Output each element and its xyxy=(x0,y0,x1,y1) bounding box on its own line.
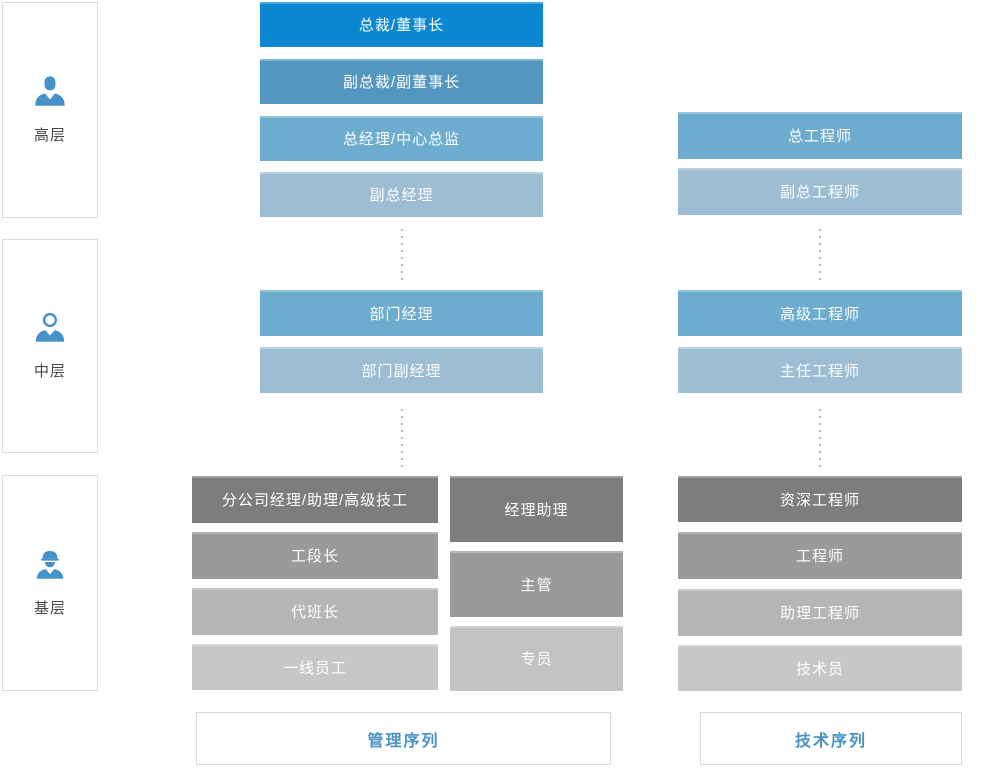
job-box-branch-manager: 分公司经理/助理/高级技工 xyxy=(192,476,438,523)
job-box-senior-engineer: 高级工程师 xyxy=(678,290,962,336)
level-label-senior: 高层 xyxy=(33,127,66,144)
dotted-connector-management-1 xyxy=(401,229,403,284)
job-box-general-manager: 总经理/中心总监 xyxy=(260,116,543,161)
level-box-middle: 中层 xyxy=(2,239,98,453)
job-box-deputy-department-manager: 部门副经理 xyxy=(260,347,543,393)
job-box-chief-engineer: 总工程师 xyxy=(678,112,962,159)
worker-icon xyxy=(36,551,64,579)
job-box-technician: 技术员 xyxy=(678,645,962,691)
job-box-engineer: 工程师 xyxy=(678,532,962,579)
dotted-connector-technical-2 xyxy=(819,409,821,467)
manager-icon xyxy=(35,312,65,342)
job-box-specialist: 专员 xyxy=(450,626,623,691)
job-box-deputy-chief-engineer: 副总工程师 xyxy=(678,168,962,215)
executive-icon xyxy=(35,76,65,106)
level-box-senior: 高层 xyxy=(2,2,98,218)
technical-track-label: 技术序列 xyxy=(700,712,962,765)
job-box-manager-assistant: 经理助理 xyxy=(450,476,623,542)
job-box-assistant-engineer: 助理工程师 xyxy=(678,589,962,636)
job-box-veteran-engineer: 资深工程师 xyxy=(678,476,962,522)
job-box-shift-leader: 代班长 xyxy=(192,588,438,635)
dotted-connector-management-2 xyxy=(401,409,403,467)
job-box-president: 总裁/董事长 xyxy=(260,2,543,47)
job-box-section-chief: 工段长 xyxy=(192,532,438,579)
level-label-middle: 中层 xyxy=(33,363,66,380)
job-box-vice-president: 副总裁/副董事长 xyxy=(260,59,543,104)
level-label-junior: 基层 xyxy=(33,600,66,617)
job-box-principal-engineer: 主任工程师 xyxy=(678,347,962,393)
job-box-department-manager: 部门经理 xyxy=(260,290,543,336)
management-track-label: 管理序列 xyxy=(196,712,611,765)
job-box-deputy-general-manager: 副总经理 xyxy=(260,172,543,217)
level-box-junior: 基层 xyxy=(2,475,98,691)
dotted-connector-technical-1 xyxy=(819,229,821,284)
job-box-frontline-worker: 一线员工 xyxy=(192,644,438,690)
job-box-supervisor: 主管 xyxy=(450,551,623,617)
